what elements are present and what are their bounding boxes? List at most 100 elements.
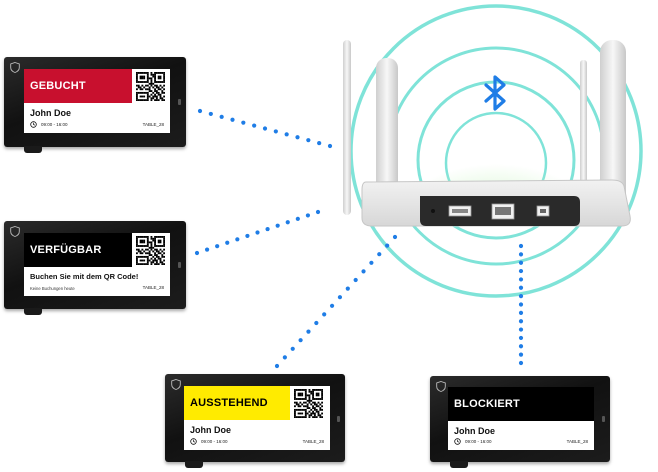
status-label: VERFÜGBAR bbox=[30, 244, 102, 256]
display-booked: GEBUCHT John Doe 09:00 - 16:00 TABLE_28 bbox=[4, 57, 186, 153]
status-label: GEBUCHT bbox=[30, 80, 86, 92]
shield-icon bbox=[10, 62, 20, 73]
booker-name: John Doe bbox=[190, 425, 232, 435]
connection-dot bbox=[329, 303, 335, 308]
bluetooth-icon bbox=[484, 75, 506, 111]
connection-dot bbox=[353, 277, 358, 283]
device-button bbox=[602, 416, 605, 422]
qr-code-icon bbox=[294, 389, 323, 418]
table-id: TABLE_28 bbox=[142, 285, 164, 290]
connection-dot bbox=[208, 111, 213, 117]
connection-dot bbox=[252, 123, 257, 128]
status-banner: VERFÜGBAR bbox=[24, 233, 132, 267]
display-available: VERFÜGBAR Buchen Sie mit dem QR Code! Ke… bbox=[4, 221, 186, 315]
connection-dot bbox=[306, 329, 311, 334]
connection-dot bbox=[295, 135, 300, 140]
status-label: BLOCKIERT bbox=[454, 398, 520, 410]
connection-dot bbox=[337, 295, 343, 300]
display-blocked: BLOCKIERT John Doe 09:00 - 16:00 TABLE_2… bbox=[430, 376, 610, 468]
booking-time: 09:00 - 16:00 bbox=[41, 122, 68, 127]
connection-dot bbox=[518, 268, 524, 274]
connection-dot bbox=[194, 250, 200, 256]
clock-icon bbox=[30, 121, 37, 128]
router-led bbox=[431, 209, 435, 213]
connection-dot bbox=[262, 126, 268, 131]
status-banner: BLOCKIERT bbox=[448, 387, 594, 421]
booking-time-row: 09:00 - 16:00 bbox=[190, 438, 228, 445]
connection-dot bbox=[215, 244, 220, 249]
qr-code-icon bbox=[136, 236, 165, 265]
booking-time: 09:00 - 16:00 bbox=[465, 439, 492, 444]
connection-dot bbox=[305, 213, 311, 218]
device-stand bbox=[185, 461, 203, 468]
connection-dot bbox=[518, 310, 524, 315]
connection-dot bbox=[385, 243, 390, 248]
connection-dot bbox=[518, 344, 524, 349]
shield-icon bbox=[171, 379, 181, 390]
connection-dot bbox=[282, 355, 287, 360]
antenna-left-back bbox=[343, 40, 351, 215]
connection-dot bbox=[518, 352, 524, 357]
booking-time-row: 09:00 - 16:00 bbox=[454, 438, 492, 445]
status-banner: AUSSTEHEND bbox=[184, 386, 290, 420]
display-pending: AUSSTEHEND John Doe 09:00 - 16:00 TABLE_… bbox=[165, 374, 345, 468]
device-stand bbox=[450, 461, 468, 468]
shield-icon bbox=[436, 381, 446, 392]
connection-dot bbox=[235, 237, 240, 242]
device-button bbox=[178, 262, 181, 268]
connection-dot bbox=[290, 346, 295, 351]
table-id: TABLE_28 bbox=[142, 122, 164, 127]
connection-dot bbox=[518, 277, 524, 282]
connection-dot bbox=[518, 243, 524, 249]
device-stand bbox=[24, 146, 42, 153]
display-screen: BLOCKIERT John Doe 09:00 - 16:00 TABLE_2… bbox=[448, 387, 594, 450]
connection-dot bbox=[230, 117, 235, 122]
connection-dot bbox=[327, 143, 333, 149]
connection-dot bbox=[518, 327, 524, 332]
connection-dot bbox=[274, 363, 280, 369]
connection-dot bbox=[314, 320, 319, 326]
connection-dot bbox=[377, 252, 382, 257]
connection-dot bbox=[518, 294, 524, 299]
antenna-right-back bbox=[580, 60, 587, 200]
connection-dot bbox=[518, 252, 524, 257]
connection-dot bbox=[345, 286, 350, 291]
display-screen: VERFÜGBAR Buchen Sie mit dem QR Code! Ke… bbox=[24, 233, 170, 296]
shield-icon bbox=[10, 226, 20, 237]
status-banner: GEBUCHT bbox=[24, 69, 132, 103]
connection-dots bbox=[194, 108, 524, 369]
connection-dot bbox=[518, 335, 524, 341]
connection-dot bbox=[518, 319, 524, 324]
gateway-router bbox=[343, 40, 631, 227]
status-label: AUSSTEHEND bbox=[190, 397, 268, 409]
no-bookings-note: Keine Buchungen heute bbox=[30, 286, 75, 291]
booker-name: John Doe bbox=[454, 426, 496, 436]
connection-dot bbox=[245, 233, 250, 239]
connection-dot bbox=[392, 234, 398, 240]
table-id: TABLE_28 bbox=[302, 439, 324, 444]
connection-dot bbox=[275, 223, 280, 228]
connection-dot bbox=[298, 338, 303, 343]
device-button bbox=[337, 416, 340, 422]
connection-dot bbox=[225, 240, 230, 245]
connection-dot bbox=[284, 132, 289, 137]
device-stand bbox=[24, 308, 42, 315]
booking-time: 09:00 - 16:00 bbox=[201, 439, 228, 444]
connection-dot bbox=[273, 129, 278, 134]
antenna-right bbox=[600, 40, 626, 220]
connection-dot bbox=[317, 140, 322, 146]
antenna-left bbox=[376, 58, 398, 208]
connection-dot bbox=[306, 138, 311, 143]
connection-dot bbox=[315, 209, 321, 215]
connection-dot bbox=[518, 285, 524, 290]
connection-dot bbox=[518, 260, 524, 265]
connection-dot bbox=[518, 302, 524, 307]
connection-dot bbox=[265, 226, 270, 232]
table-id: TABLE_28 bbox=[566, 439, 588, 444]
connection-dot bbox=[369, 260, 374, 265]
connection-dot bbox=[255, 230, 260, 235]
clock-icon bbox=[454, 438, 461, 445]
connection-dot bbox=[285, 220, 290, 225]
booking-time-row: 09:00 - 16:00 bbox=[30, 121, 68, 128]
